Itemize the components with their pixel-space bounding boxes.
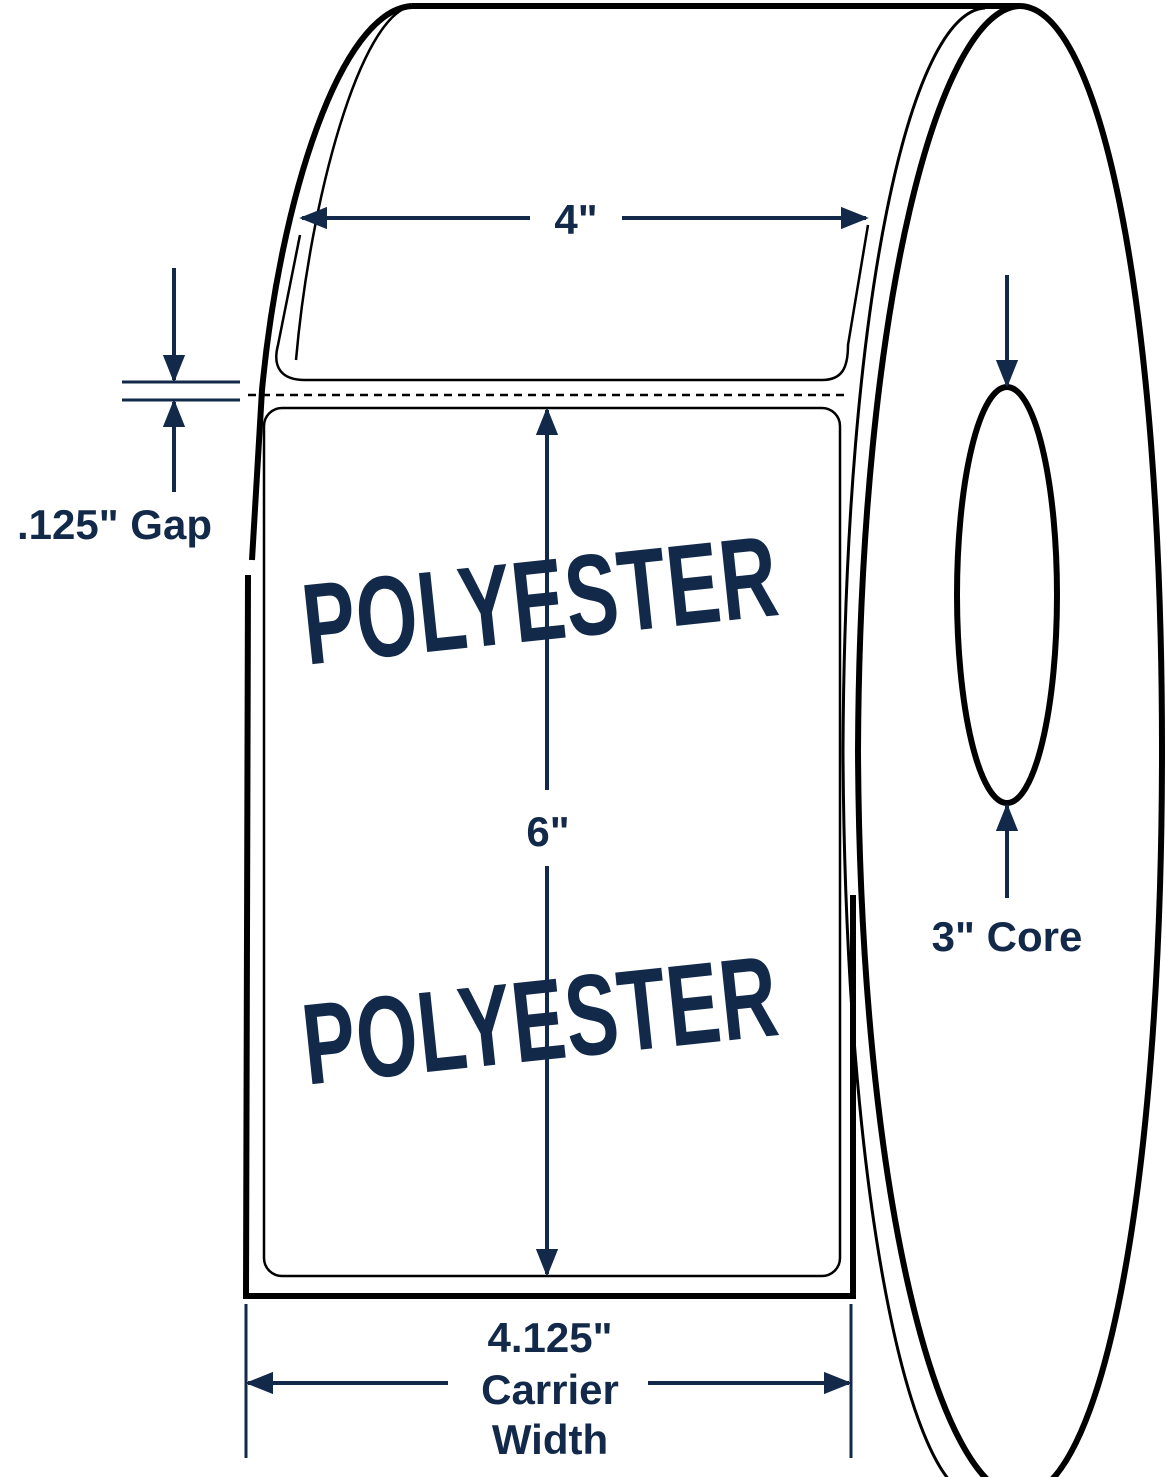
carrier-text-line1: 4.125" [487, 1314, 612, 1361]
core-hole [954, 384, 1060, 806]
carrier-text-line2: Carrier [481, 1366, 619, 1413]
core-text: 3" Core [932, 913, 1083, 960]
label-height-text: 6" [526, 808, 569, 855]
gap-text: .125" Gap [17, 501, 212, 548]
roll-front-curve-inner [294, 4, 413, 361]
roll-side-face-layer [841, 6, 986, 1477]
label-on-roll [275, 224, 870, 382]
roll-side-face-inner-edge [854, 3, 1021, 1477]
roll-front-curve [249, 3, 413, 561]
label-width-text: 4" [554, 196, 597, 243]
carrier-liner [242, 574, 856, 1299]
carrier-text-line3: Width [492, 1416, 608, 1463]
roll-side-face [1019, 3, 1166, 1477]
